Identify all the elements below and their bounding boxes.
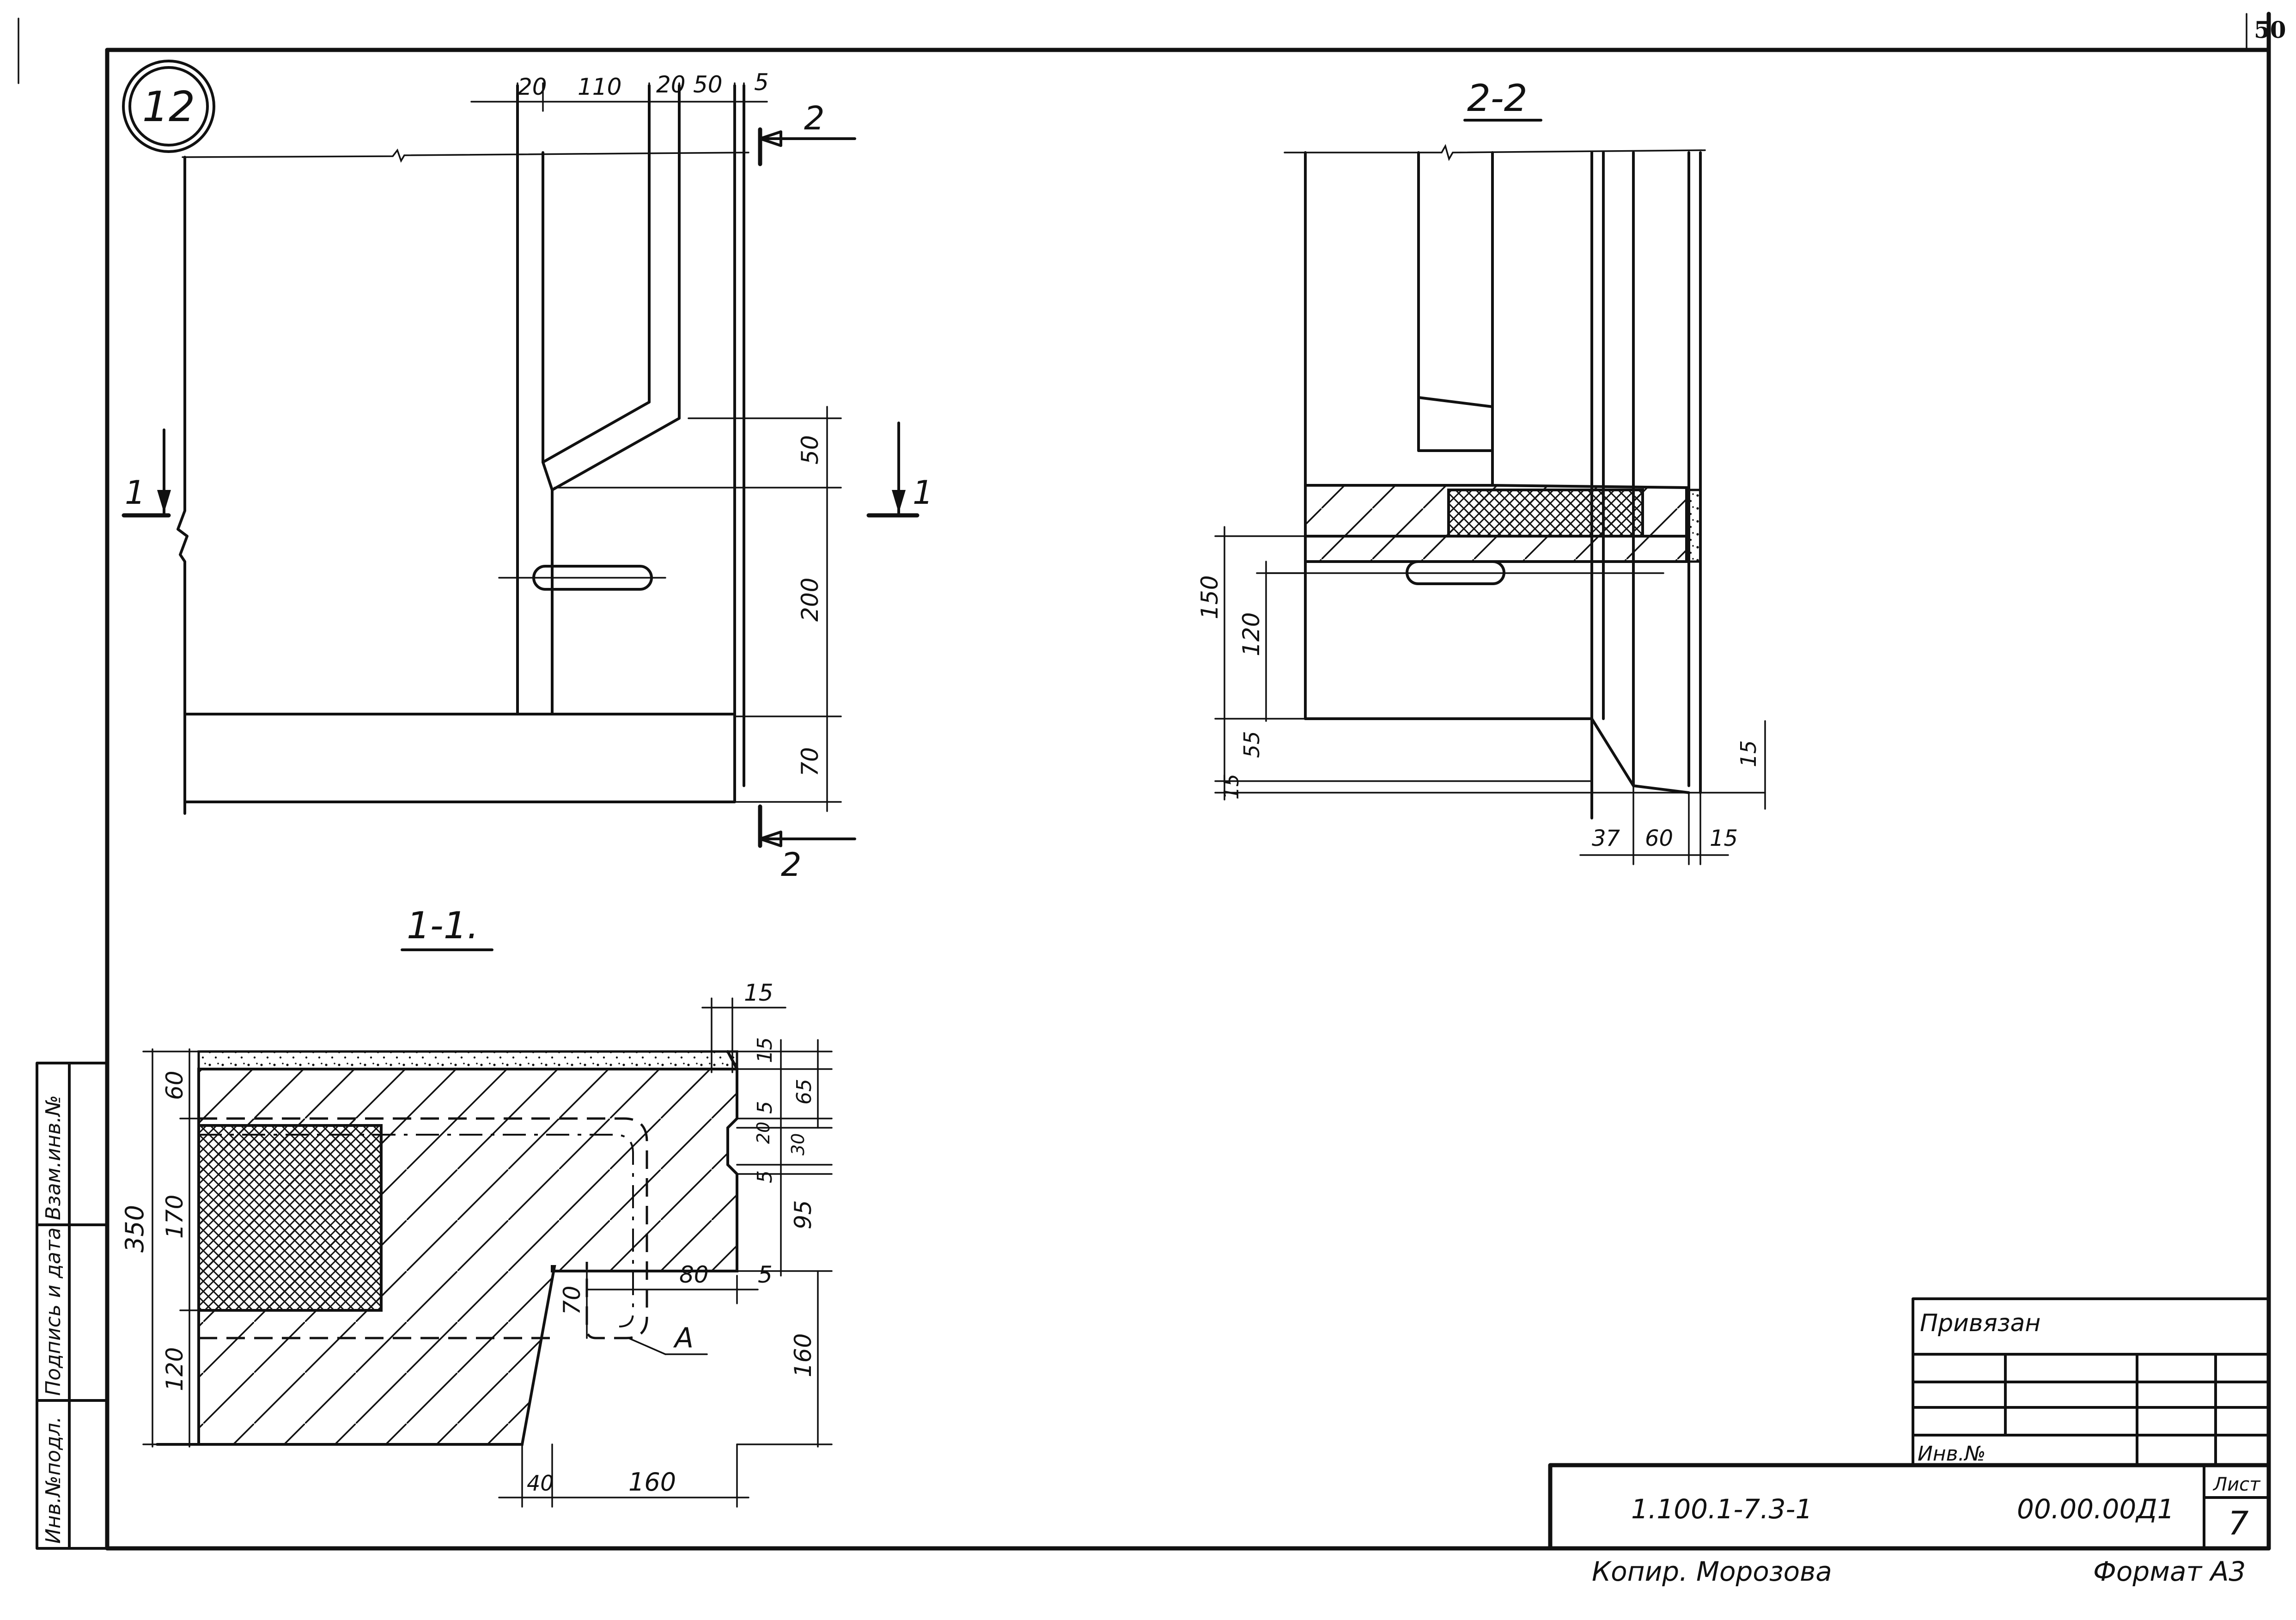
s11-dim-right-4: 5: [753, 1101, 777, 1114]
s22-dim-right-1: 15: [1736, 740, 1761, 767]
elev-dim-right-1: 50: [797, 435, 823, 465]
sheet-number: 50: [2254, 16, 2286, 43]
elev-cut-1-left: 1: [125, 474, 146, 512]
s11-dim-left-4: 350: [120, 1205, 149, 1253]
s22-dim-left-1: 150: [1196, 575, 1223, 619]
footer-format: Формат А3: [2093, 1556, 2246, 1587]
s11-dim-right-9: 160: [790, 1333, 816, 1377]
section-2-2: [1214, 119, 1766, 865]
s11-dim-right-8: 95: [790, 1200, 816, 1229]
s11-dim-right-7: 5: [753, 1170, 777, 1183]
s11-dim-right-2: 15: [753, 1037, 777, 1063]
side-stamp: [36, 1062, 109, 1550]
section-1-1: [142, 948, 833, 1508]
s22-dim-bottom-1: 37: [1592, 825, 1620, 851]
elev-dim-top-5: 5: [754, 69, 769, 96]
s11-dim-left-2: 170: [161, 1195, 188, 1239]
elev-cut-2-top: 2: [804, 99, 825, 137]
s22-dim-left-2: 120: [1238, 612, 1265, 656]
elev-cut-2-bottom: 2: [781, 846, 802, 884]
s22-dim-bottom-3: 15: [1710, 825, 1738, 851]
s11-dim-left-3: 120: [161, 1347, 188, 1391]
elev-dim-right-3: 70: [797, 747, 823, 776]
elevation-view: [122, 82, 920, 848]
side-stamp-replace: Взам.инв.№: [42, 1095, 65, 1220]
s22-dim-bottom-2: 60: [1645, 825, 1673, 851]
s11-dim-right-3: 65: [792, 1079, 816, 1105]
elev-dim-top-4: 50: [693, 71, 723, 98]
s11-callout-a: A: [673, 1322, 694, 1354]
stamp-privyazan: Привязан: [1920, 1309, 2040, 1337]
side-stamp-inv: Инв.№подл.: [42, 1416, 65, 1544]
stamp-sheet-value: 7: [2228, 1504, 2249, 1542]
s11-dim-right-1: 15: [744, 979, 773, 1006]
s11-dim-bottom-1: 40: [527, 1471, 554, 1496]
s11-dim-inner-3: 5: [758, 1261, 773, 1288]
elev-dim-top-3: 20: [656, 71, 686, 98]
s11-dim-right-6: 30: [788, 1133, 808, 1155]
elev-dim-top-2: 110: [578, 73, 621, 100]
section-1-1-title: 1-1.: [407, 904, 479, 947]
node-circle: [122, 60, 215, 153]
s22-dim-left-3: 55: [1239, 731, 1264, 758]
s11-dim-bottom-2: 160: [628, 1467, 676, 1497]
footer-copied: Копир. Морозова: [1592, 1556, 1832, 1587]
s11-dim-inner-2: 80: [679, 1261, 709, 1288]
elev-dim-top-1: 20: [518, 73, 547, 100]
s11-dim-right-5: 20: [753, 1122, 773, 1144]
side-stamp-signature: Подпись и дата: [42, 1228, 65, 1396]
section-2-2-title: 2-2: [1467, 77, 1528, 120]
stamp-doc-code: 1.100.1-7.3-1: [1631, 1493, 1812, 1525]
s22-dim-left-4: 15: [1220, 774, 1243, 800]
s11-dim-inner-1: 70: [559, 1285, 585, 1315]
elev-cut-1-right: 1: [913, 474, 933, 512]
elev-dim-right-2: 200: [797, 578, 823, 622]
s11-dim-left-1: 60: [161, 1070, 188, 1100]
stamp-inv-no: Инв.№: [1918, 1442, 1985, 1466]
stamp-sheet-label: Лист: [2212, 1474, 2261, 1495]
stamp-doc-number: 00.00.00Д1: [2017, 1493, 2174, 1525]
title-block: [1548, 1297, 2271, 1551]
node-number: 12: [142, 83, 195, 131]
